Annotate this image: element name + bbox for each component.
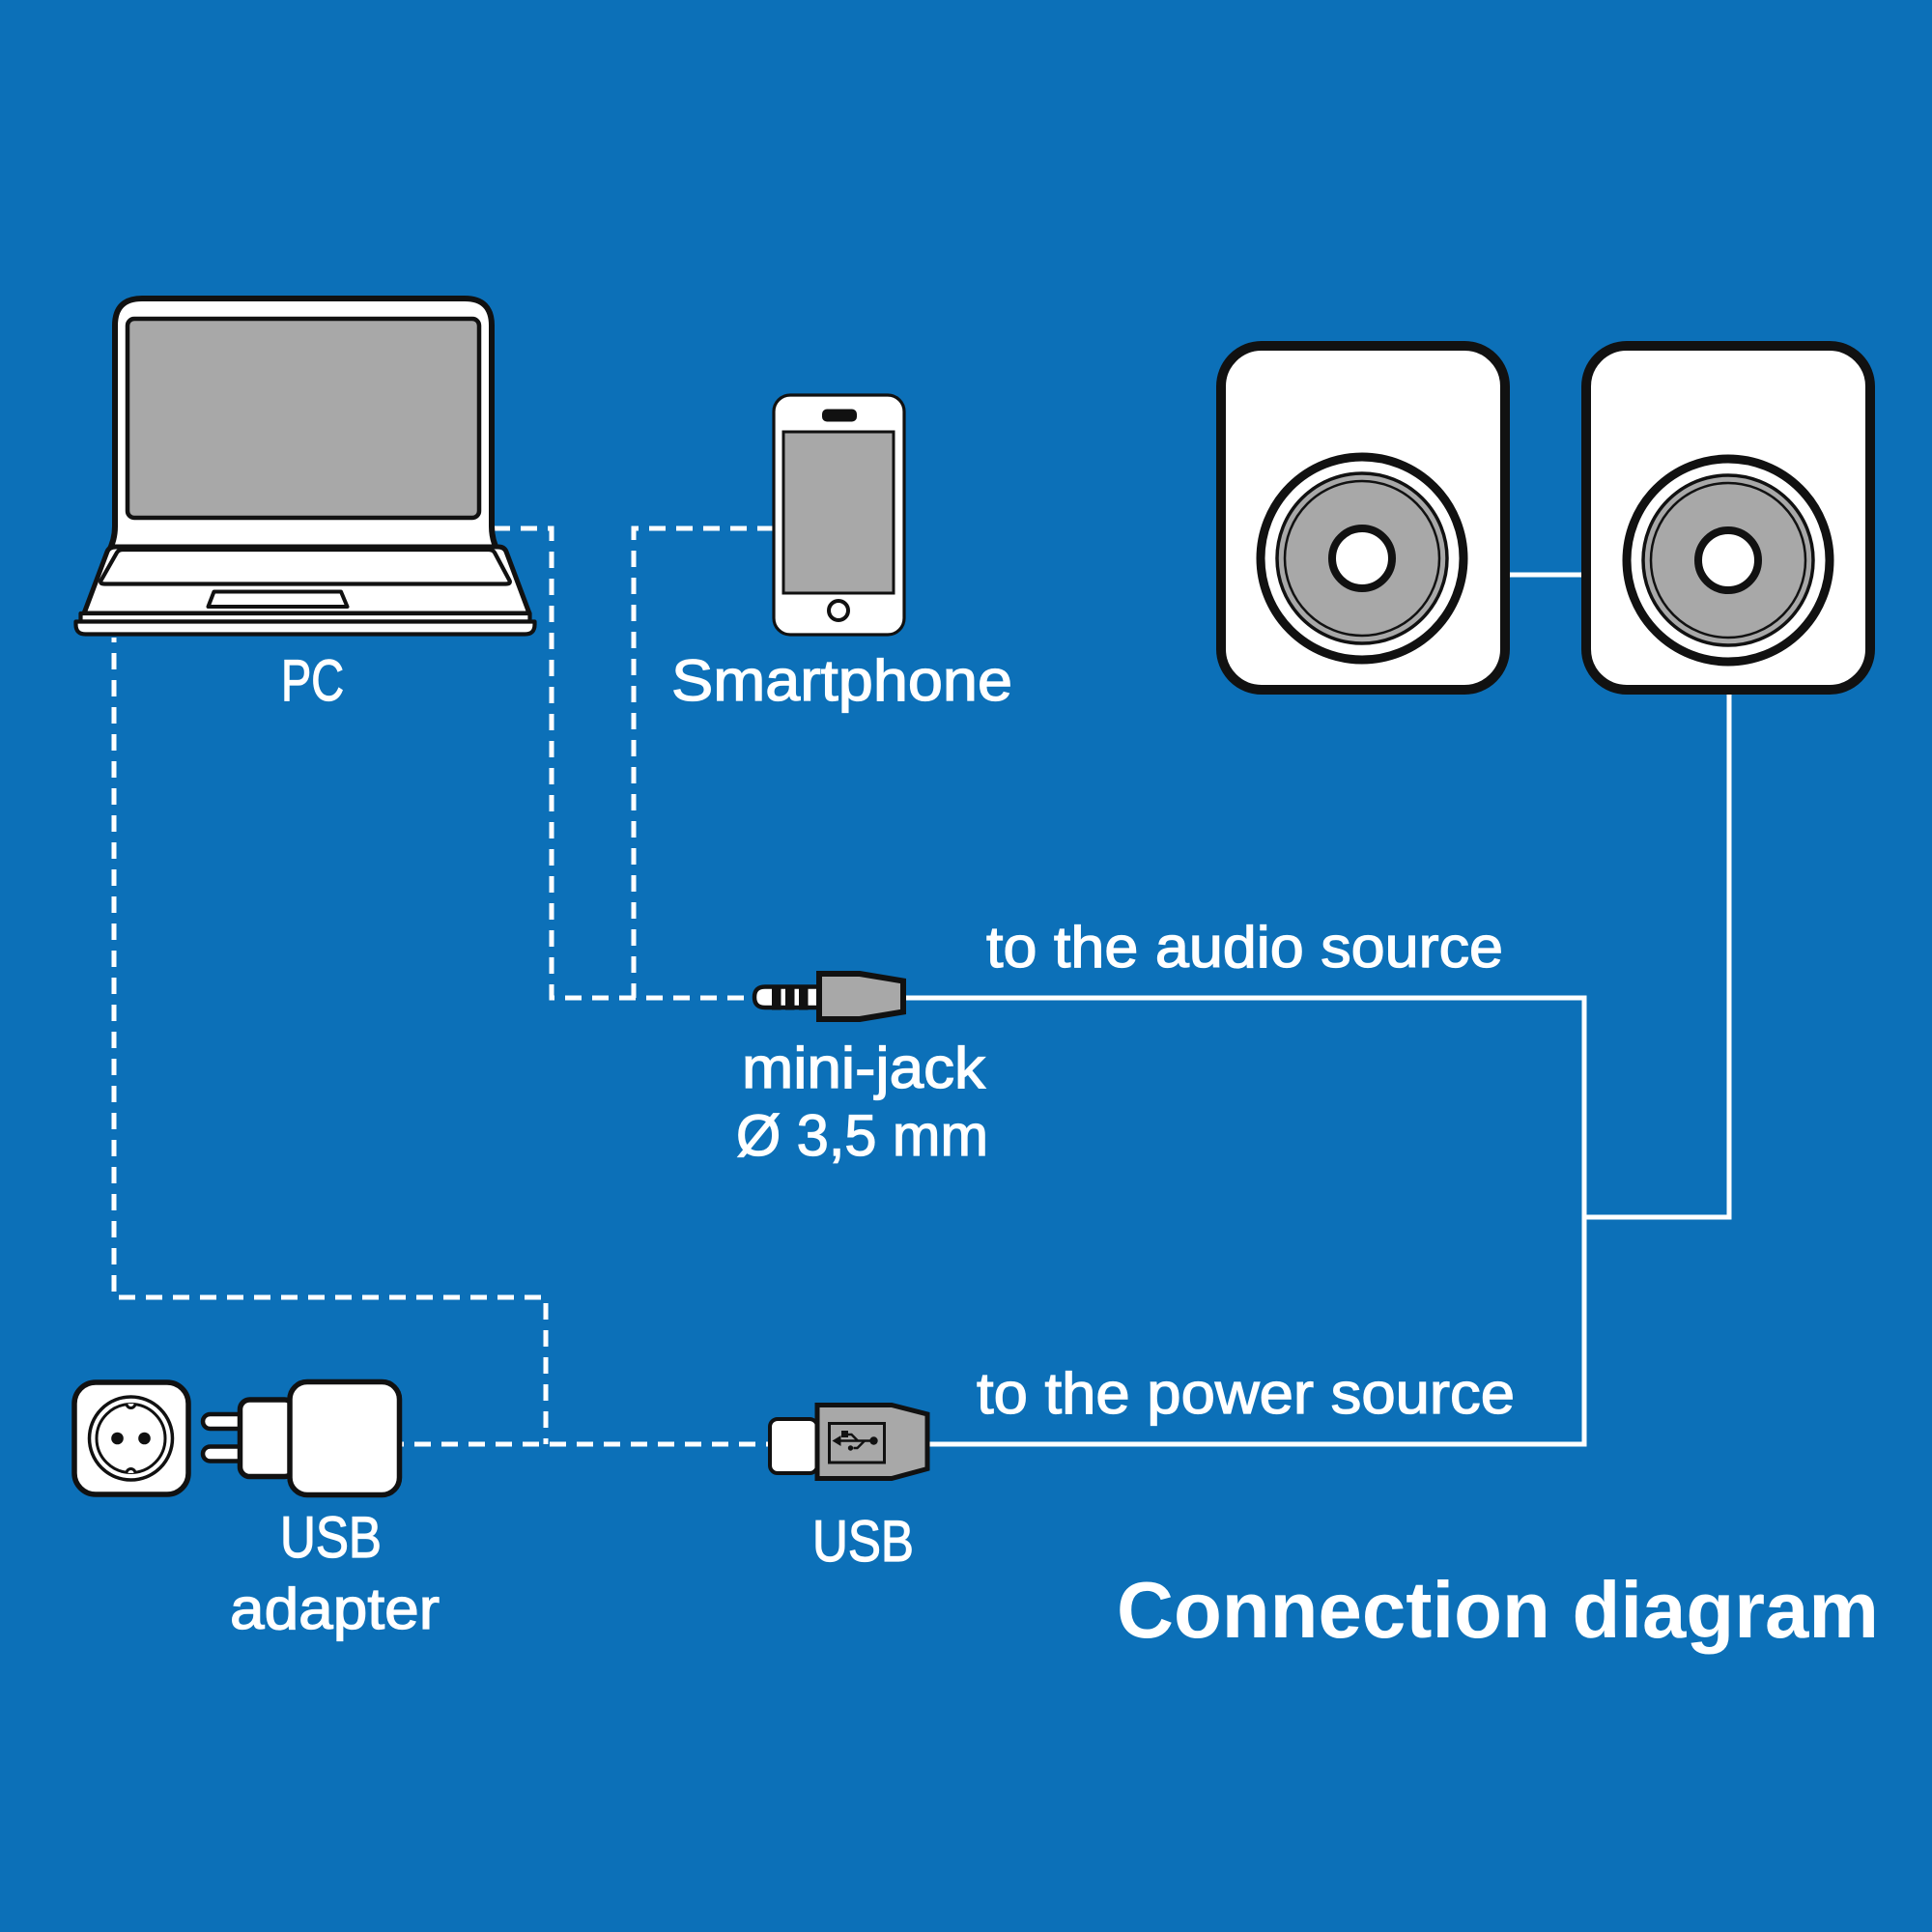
svg-text:to the audio source: to the audio source xyxy=(986,915,1503,980)
svg-text:to the power source: to the power source xyxy=(977,1361,1515,1426)
svg-text:adapter: adapter xyxy=(230,1577,440,1641)
svg-text:Smartphone: Smartphone xyxy=(671,648,1012,713)
svg-text:USB: USB xyxy=(280,1505,382,1570)
svg-text:Ø 3,5 mm: Ø 3,5 mm xyxy=(736,1103,988,1168)
svg-text:mini-jack: mini-jack xyxy=(742,1036,986,1100)
svg-text:USB: USB xyxy=(812,1509,914,1574)
svg-text:Connection diagram: Connection diagram xyxy=(1117,1565,1879,1655)
svg-text:PC: PC xyxy=(281,648,344,713)
